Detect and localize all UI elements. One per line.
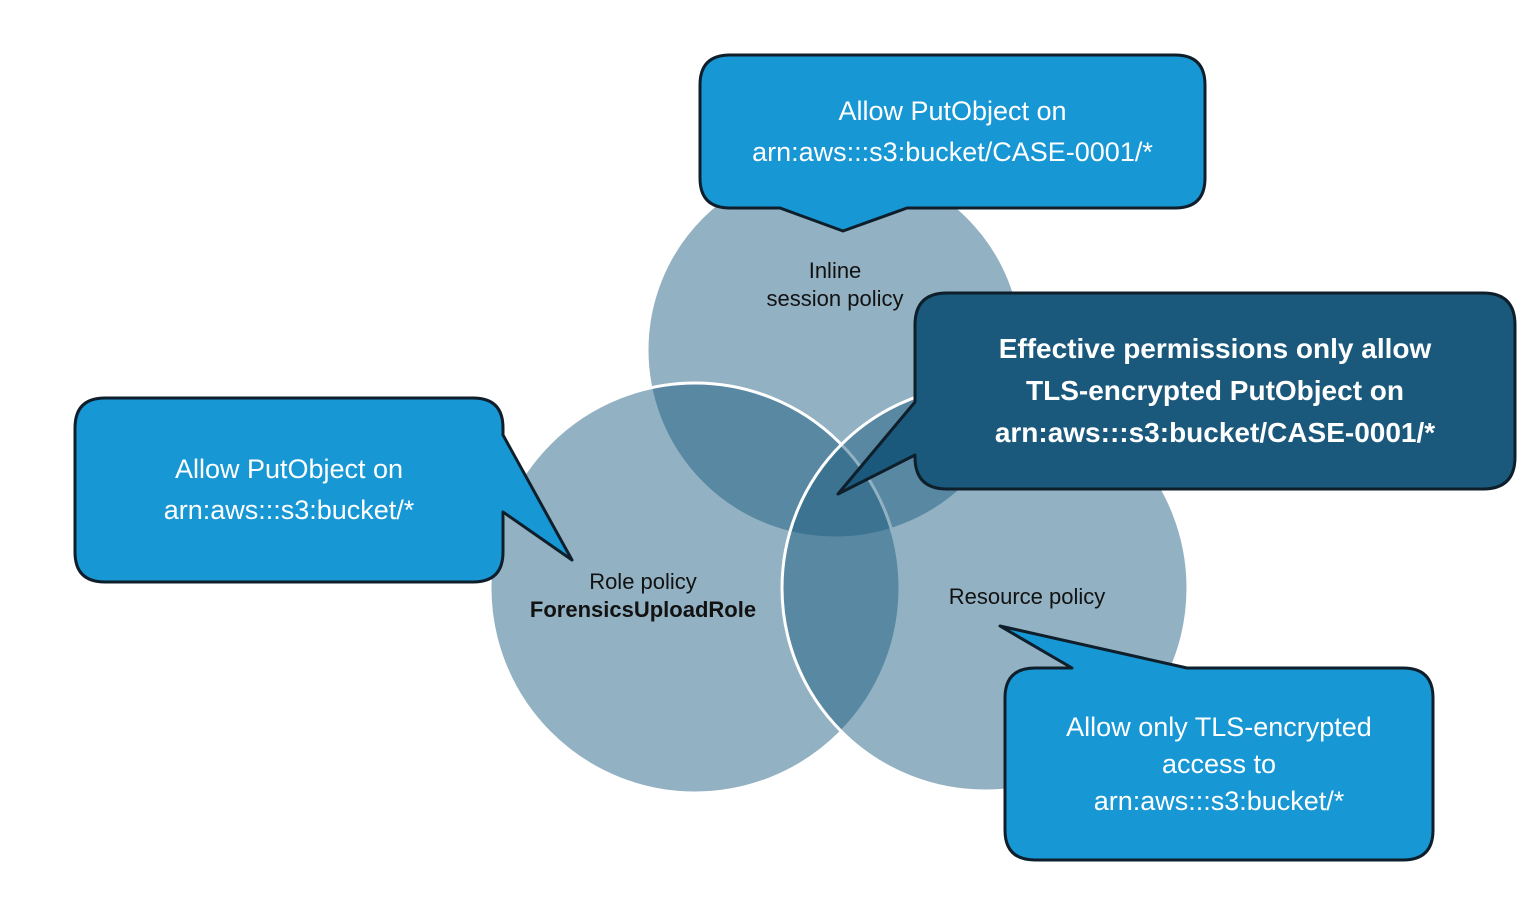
- callout-shape-effective-permissions: [836, 291, 1517, 496]
- callout-shape-role-policy: [73, 396, 574, 584]
- callout-shape-inline-session-policy: [698, 53, 1207, 233]
- callout-shape-resource-policy: [998, 624, 1435, 862]
- venn-circle-role-policy: [488, 381, 902, 795]
